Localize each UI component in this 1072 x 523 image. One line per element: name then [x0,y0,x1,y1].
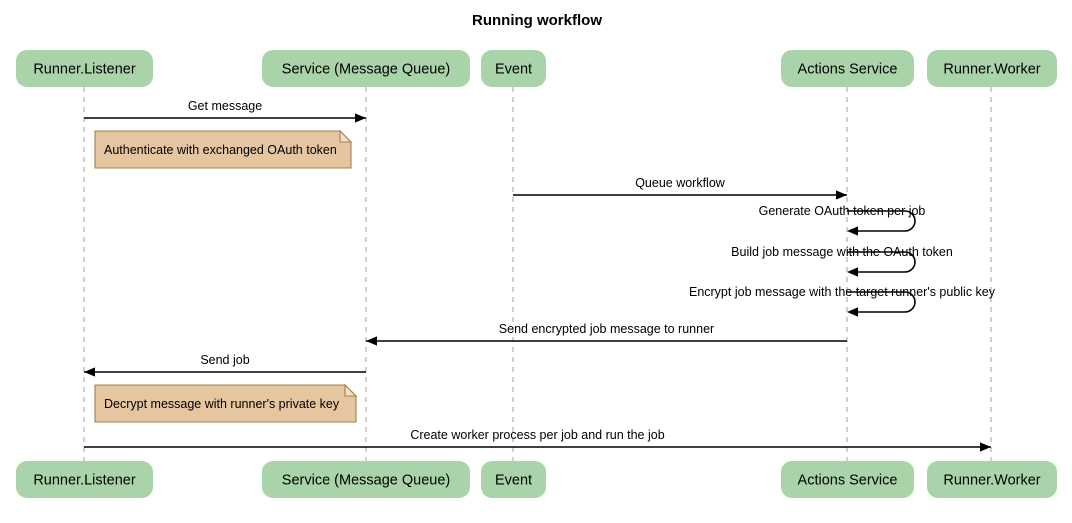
note-note_decrypt: Decrypt message with runner's private ke… [94,383,358,423]
participant-service_mq-bottom[interactable]: Service (Message Queue) [262,461,470,498]
participant-box [16,461,153,498]
note-label: Authenticate with exchanged OAuth token [104,143,337,157]
notes-group: Authenticate with exchanged OAuth tokenD… [94,129,358,423]
message-queue_workflow: Queue workflow [513,176,847,200]
participant-label: Actions Service [798,472,898,488]
participant-box [262,50,470,87]
arrow-head [836,190,847,200]
message-label: Create worker process per job and run th… [410,428,664,442]
message-get_message: Get message [84,99,366,123]
participant-label: Service (Message Queue) [282,61,450,77]
message-send_job: Send job [84,353,366,377]
participant-event-bottom[interactable]: Event [481,461,546,498]
participant-actions_service-top[interactable]: Actions Service [781,50,914,87]
participant-label: Runner.Worker [943,472,1040,488]
arrow-head [847,267,858,277]
participant-label: Event [495,472,532,488]
message-encrypt_job_message: Encrypt job message with the target runn… [689,285,996,317]
message-label: Generate OAuth token per job [759,204,926,218]
arrow-head [355,113,366,123]
participant-label: Runner.Listener [33,472,136,488]
message-label: Send encrypted job message to runner [499,322,714,336]
message-create_worker_process: Create worker process per job and run th… [84,428,991,452]
participant-actions_service-bottom[interactable]: Actions Service [781,461,914,498]
self-loop-path [847,210,916,232]
message-label: Send job [200,353,249,367]
participant-runner_worker-top[interactable]: Runner.Worker [927,50,1057,87]
message-build_job_message: Build job message with the OAuth token [731,245,953,277]
note-note_authenticate: Authenticate with exchanged OAuth token [94,129,353,169]
self-loop-path [847,291,916,313]
message-generate_oauth_token: Generate OAuth token per job [759,204,926,236]
participant-label: Actions Service [798,61,898,77]
participant-service_mq-top[interactable]: Service (Message Queue) [262,50,470,87]
arrow-head [980,442,991,452]
participant-box [481,50,546,87]
diagram-title: Running workflow [472,12,602,29]
arrow-head [84,367,95,377]
participant-runner_listener-top[interactable]: Runner.Listener [16,50,153,87]
note-body [94,130,352,169]
note-label: Decrypt message with runner's private ke… [104,397,340,411]
participant-box [927,50,1057,87]
note-fold-corner-icon [339,129,353,143]
note-body [94,384,357,423]
participant-box [927,461,1057,498]
participant-box [781,461,914,498]
participant-event-top[interactable]: Event [481,50,546,87]
note-fold-corner-icon [344,383,358,397]
self-loop-path [847,251,916,273]
participant-label: Runner.Worker [943,61,1040,77]
participant-box [481,461,546,498]
participant-label: Runner.Listener [33,61,136,77]
participant-box [16,50,153,87]
message-label: Get message [188,99,262,113]
message-label: Encrypt job message with the target runn… [689,285,996,299]
arrow-head [366,336,377,346]
message-send_encrypted_job_message: Send encrypted job message to runner [366,322,847,346]
lifelines-group [83,87,992,461]
message-label: Build job message with the OAuth token [731,245,953,259]
participant-box [262,461,470,498]
participant-runner_listener-bottom[interactable]: Runner.Listener [16,461,153,498]
participant-box [781,50,914,87]
message-label: Queue workflow [635,176,726,190]
arrow-head [847,226,858,236]
participant-label: Event [495,61,532,77]
participant-label: Service (Message Queue) [282,472,450,488]
arrow-head [847,307,858,317]
participant-runner_worker-bottom[interactable]: Runner.Worker [927,461,1057,498]
